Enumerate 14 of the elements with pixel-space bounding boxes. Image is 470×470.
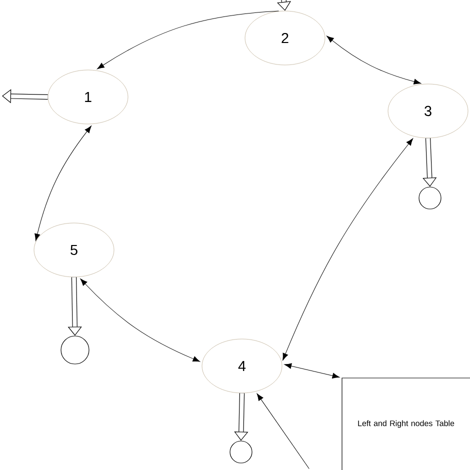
table-box: Left and Right nodes Table — [342, 378, 470, 470]
arrow — [284, 363, 340, 378]
terminal-circle — [230, 440, 252, 464]
hollow-arrow — [422, 138, 437, 187]
arrow — [282, 138, 414, 360]
arrow — [256, 393, 310, 470]
terminal-circle — [60, 336, 90, 364]
arrow — [34, 126, 92, 241]
arrow — [80, 278, 200, 362]
hollow-arrow — [2, 89, 48, 104]
terminal-circle — [418, 186, 442, 210]
hollow-arrow — [234, 393, 248, 441]
arrow — [97, 10, 279, 70]
arrow — [326, 36, 422, 84]
